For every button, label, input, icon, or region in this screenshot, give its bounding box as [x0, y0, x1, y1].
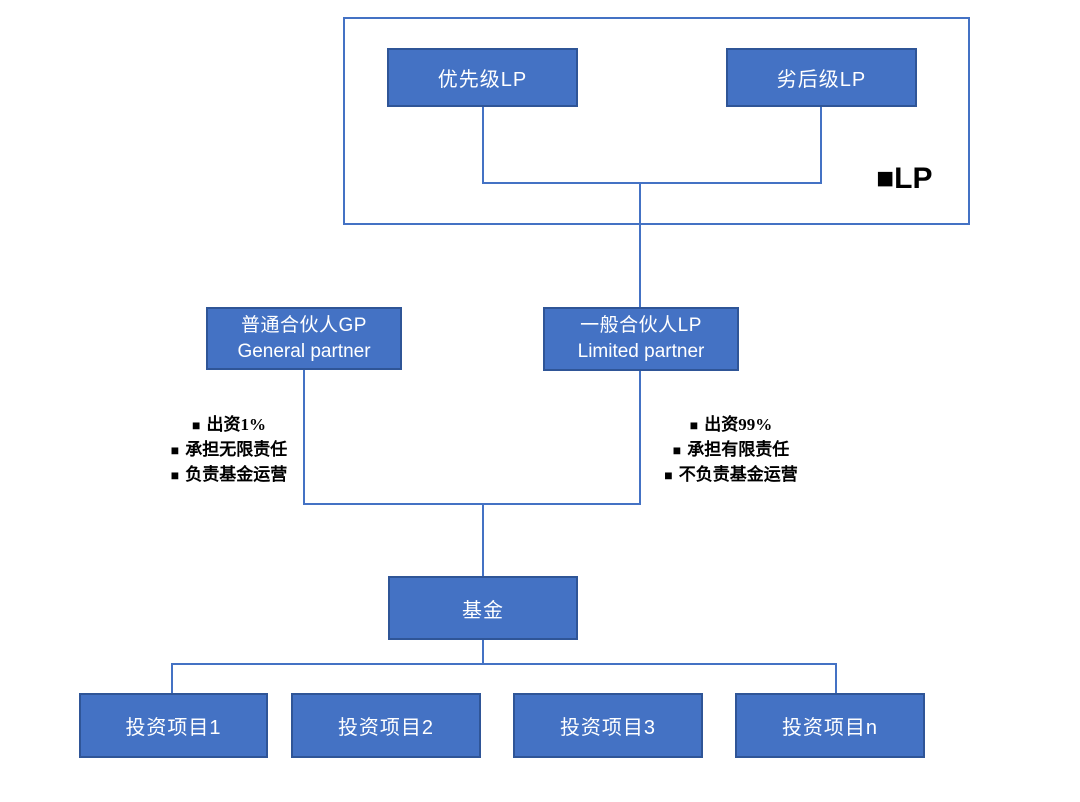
square-bullet-icon: ■ [170, 469, 180, 484]
connector-lp-group-to-limited-partner [639, 184, 641, 307]
node-junior-lp: 劣后级LP [726, 48, 917, 107]
square-bullet-icon: ■ [170, 444, 180, 459]
connector-junior-lp-down [820, 107, 822, 184]
square-bullet-icon: ■ [672, 444, 682, 459]
node-junior-lp-label: 劣后级LP [776, 69, 867, 91]
node-project-2: 投资项目2 [291, 693, 481, 758]
node-limited-partner-title: 一般合伙人LP [580, 315, 702, 336]
node-limited-partner-subtitle: Limited partner [577, 341, 705, 362]
gp-notes: ■ 出资1% ■ 承担无限责任 ■ 负责基金运营 [134, 413, 324, 488]
connector-gp-down [303, 370, 305, 505]
connector-fund-down [482, 640, 484, 665]
node-general-partner-subtitle: General partner [237, 340, 371, 362]
square-bullet-icon: ■ [876, 162, 895, 195]
gp-note-text: 出资1% [206, 415, 266, 434]
connector-lp-down [639, 371, 641, 505]
gp-note-item: ■ 负责基金运营 [134, 463, 324, 488]
connector-to-fund [482, 503, 484, 576]
lp-legend: ■LP [876, 162, 932, 196]
lp-note-item: ■ 承担有限责任 [636, 438, 826, 463]
node-project-2-label: 投资项目2 [337, 717, 435, 739]
gp-note-item: ■ 出资1% [134, 413, 324, 438]
node-senior-lp: 优先级LP [387, 48, 578, 107]
node-project-3: 投资项目3 [513, 693, 703, 758]
square-bullet-icon: ■ [664, 469, 673, 484]
square-bullet-icon: ■ [192, 419, 201, 434]
lp-note-text: 不负责基金运营 [678, 465, 798, 484]
lp-note-item: ■ 不负责基金运营 [636, 463, 826, 488]
gp-note-text: 负责基金运营 [185, 465, 288, 484]
connector-lp-merge-horizontal [482, 182, 822, 184]
lp-note-item: ■ 出资99% [636, 413, 826, 438]
node-fund-label: 基金 [462, 599, 504, 622]
connector-to-project-1 [171, 663, 173, 693]
gp-note-text: 承担无限责任 [185, 440, 288, 459]
node-project-1-label: 投资项目1 [125, 717, 222, 739]
connector-to-project-n [835, 663, 837, 693]
node-project-1: 投资项目1 [79, 693, 268, 758]
node-project-n-label: 投资项目n [781, 717, 879, 739]
node-limited-partner: 一般合伙人LP Limited partner [543, 307, 739, 371]
node-senior-lp-label: 优先级LP [437, 69, 528, 91]
square-bullet-icon: ■ [689, 419, 699, 434]
node-project-n: 投资项目n [735, 693, 925, 758]
node-fund: 基金 [388, 576, 578, 640]
lp-notes: ■ 出资99% ■ 承担有限责任 ■ 不负责基金运营 [636, 413, 826, 488]
node-general-partner-title: 普通合伙人GP [241, 314, 367, 336]
connector-projects-horizontal [171, 663, 837, 665]
lp-note-text: 出资99% [704, 415, 773, 434]
node-general-partner: 普通合伙人GP General partner [206, 307, 402, 370]
node-project-3-label: 投资项目3 [559, 717, 657, 739]
gp-note-item: ■ 承担无限责任 [134, 438, 324, 463]
lp-group-container [343, 17, 970, 225]
connector-partners-merge-horizontal [303, 503, 641, 505]
connector-senior-lp-down [482, 107, 484, 184]
lp-legend-label: LP [894, 162, 933, 195]
lp-note-text: 承担有限责任 [687, 440, 790, 459]
